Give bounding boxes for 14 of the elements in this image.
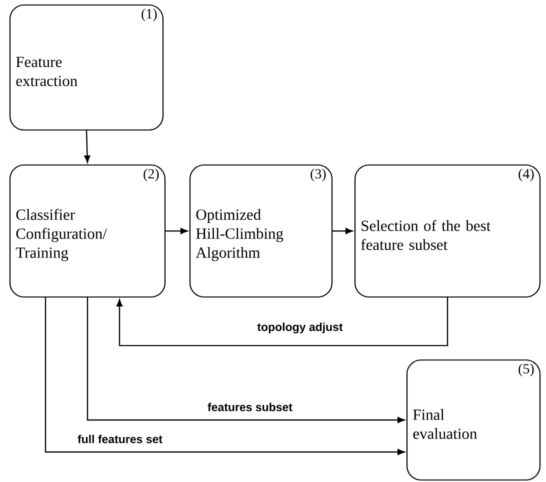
arrow xyxy=(84,130,90,163)
process-box: (4) Selection of the best feature subset xyxy=(354,164,541,298)
process-box: (3) Optimized Hill-Climbing Algorithm xyxy=(189,164,333,298)
arrow xyxy=(166,228,188,234)
process-box: (2) Classifier Configuration/ Training xyxy=(9,164,166,298)
edge-label: topology adjust xyxy=(256,322,344,334)
arrow xyxy=(86,298,405,424)
arrow xyxy=(332,228,353,234)
edge-label: full features set xyxy=(76,434,164,444)
edge-label: features subset xyxy=(206,402,294,412)
process-box: (5) Final evaluation xyxy=(406,359,541,481)
process-box: (1) Feature extraction xyxy=(9,4,164,131)
arrow xyxy=(44,298,405,456)
arrow xyxy=(116,298,448,346)
